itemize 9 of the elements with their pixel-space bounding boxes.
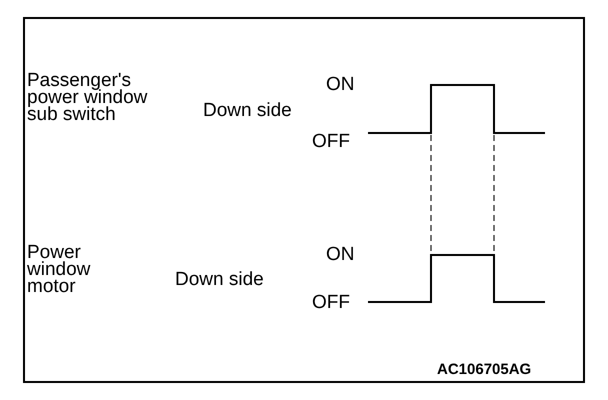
figure-code: AC106705AG (437, 361, 532, 378)
level-label: OFF (312, 294, 350, 311)
signal-name: Passenger's power window sub switch (27, 72, 148, 123)
level-label: ON (326, 76, 354, 93)
level-label: ON (326, 246, 354, 263)
direction-label: Down side (203, 102, 292, 119)
signal-name: Power window motor (27, 244, 92, 295)
level-label: OFF (312, 133, 350, 150)
direction-label: Down side (175, 271, 264, 288)
